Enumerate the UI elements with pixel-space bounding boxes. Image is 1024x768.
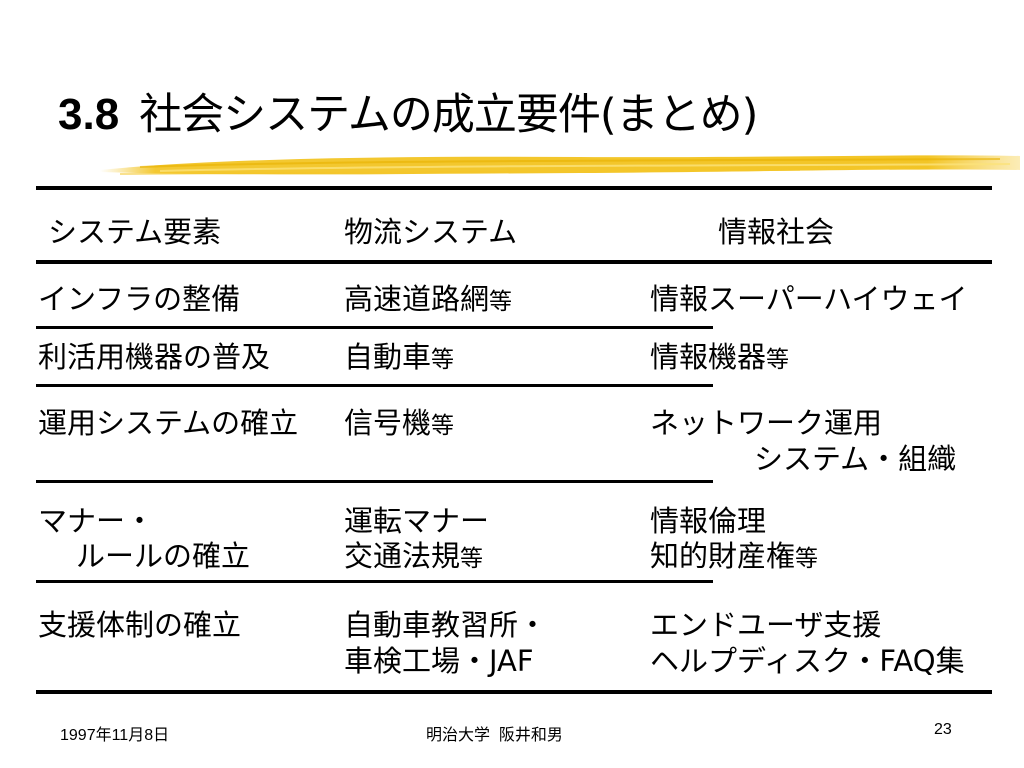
table-top-rule [36, 186, 992, 190]
slide-title: 3.8 社会システムの成立要件(まとめ) [58, 80, 758, 140]
table-cell-element: インフラの整備 [38, 282, 241, 316]
cell-text: 情報倫理 [650, 504, 767, 538]
cell-text: 知的財産権 [650, 539, 796, 573]
table-cell-element: 運用システムの確立 [38, 406, 299, 440]
table-cell-info: ヘルプディスク・FAQ集 [650, 642, 965, 680]
header-bottom-rule [36, 260, 992, 264]
cell-suffix: 等 [766, 347, 790, 373]
table-cell-logistics: 信号機等 [344, 404, 454, 445]
cell-text: 運転マナー [344, 504, 490, 538]
footer-date: 1997年11月8日 [60, 727, 170, 744]
table-cell-info: 情報倫理 [650, 502, 766, 540]
cell-suffix: 等 [431, 347, 455, 373]
header-element: システム要素 [48, 215, 222, 249]
cell-text: 情報スーパーハイウェイ [650, 282, 968, 316]
table-cell-info: 知的財産権等 [650, 537, 818, 578]
cell-text: 高速道路網 [344, 282, 490, 316]
row-divider [36, 326, 713, 329]
table-cell-element: 利活用機器の普及 [38, 340, 271, 374]
header-logistics: 物流システム [344, 215, 518, 249]
cell-text: 自動車教習所・ [344, 608, 548, 642]
cell-suffix: 等 [460, 546, 484, 572]
cell-text: 車検工場・JAF [344, 644, 534, 678]
cell-text: システム・組織 [754, 442, 957, 476]
row-divider [36, 384, 713, 387]
title-text: 社会システムの成立要件(まとめ) [139, 90, 758, 140]
table-cell-info: システム・組織 [754, 440, 956, 478]
table-cell-logistics: 交通法規等 [344, 537, 483, 578]
table-cell-info: エンドユーザ支援 [650, 606, 881, 644]
table-cell-logistics: 高速道路網等 [344, 280, 512, 321]
table-cell-element: マナー・ [38, 504, 155, 538]
footer-author: 明治大学 阪井和男 [426, 727, 563, 744]
row-divider [36, 580, 713, 583]
cell-suffix: 等 [431, 413, 455, 439]
cell-text: 交通法規 [344, 539, 461, 573]
table-cell-logistics: 自動車等 [344, 338, 454, 379]
cell-text: エンドユーザ支援 [650, 608, 882, 642]
table-bottom-rule [36, 690, 992, 694]
row-divider [36, 480, 713, 483]
footer-page-number: 23 [934, 721, 952, 738]
cell-text: ヘルプディスク・FAQ集 [650, 644, 965, 678]
table-cell-element: ルールの確立 [76, 539, 251, 573]
table-cell-logistics: 自動車教習所・ [344, 606, 547, 644]
cell-text: 自動車 [344, 340, 432, 374]
brush-stroke-underline [100, 155, 1020, 175]
table-cell-logistics: 車検工場・JAF [344, 642, 534, 680]
table-cell-logistics: 運転マナー [344, 502, 489, 540]
table-cell-info: ネットワーク運用 [650, 404, 882, 442]
cell-text: 情報機器 [650, 340, 767, 374]
table-cell-info: 情報機器等 [650, 338, 789, 379]
cell-suffix: 等 [795, 546, 819, 572]
title-number: 3.8 [58, 90, 120, 139]
table-cell-element: 支援体制の確立 [38, 608, 242, 642]
header-info-society: 情報社会 [718, 215, 835, 249]
cell-text: ネットワーク運用 [650, 406, 883, 440]
table-cell-info: 情報スーパーハイウェイ [650, 280, 968, 321]
cell-suffix: 等 [489, 289, 513, 315]
cell-text: 信号機 [344, 406, 432, 440]
